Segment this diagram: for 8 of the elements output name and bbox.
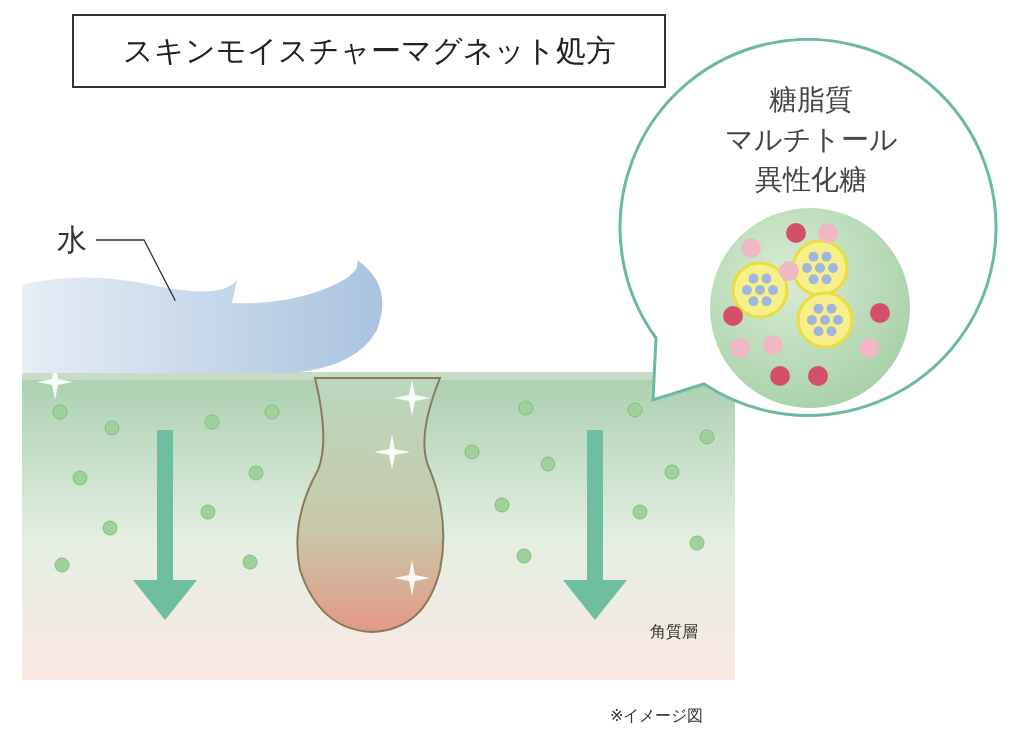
layer-label: 角質層 bbox=[650, 622, 698, 643]
leader-line bbox=[95, 239, 176, 302]
water-label: 水 bbox=[48, 218, 96, 262]
ingredient-name: 糖脂質 bbox=[768, 82, 854, 118]
ingredient-name: マルチトール bbox=[723, 122, 899, 158]
title-box: スキンモイスチャーマグネット処方 bbox=[72, 14, 666, 88]
ingredient-name: 異性化糖 bbox=[754, 162, 868, 198]
caption: ※イメージ図 bbox=[610, 706, 704, 727]
